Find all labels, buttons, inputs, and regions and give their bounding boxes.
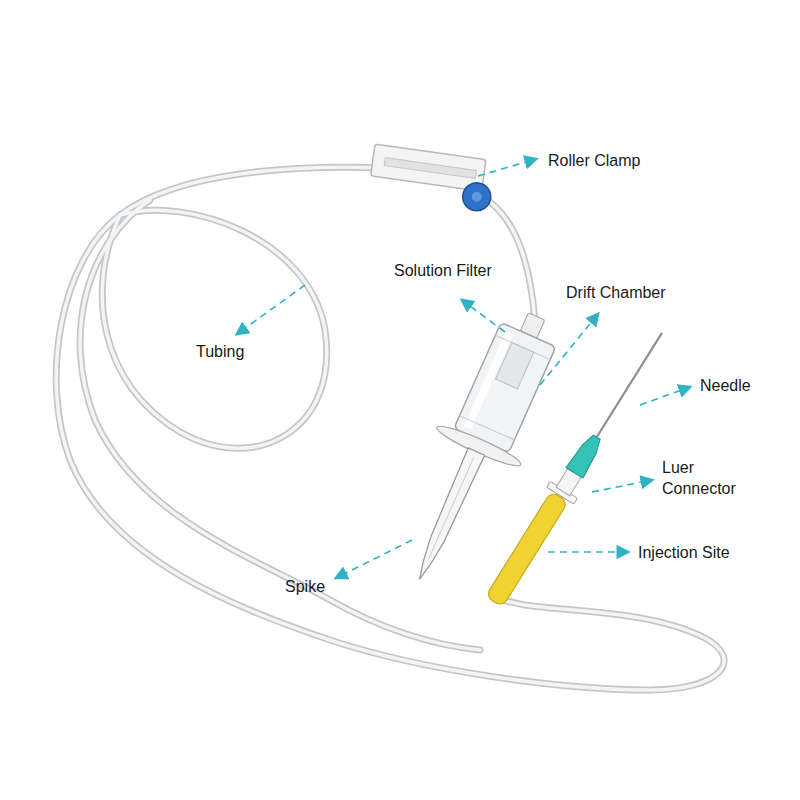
tubing	[56, 167, 724, 690]
leader-line	[237, 285, 305, 334]
injection-site	[485, 491, 568, 607]
part-label: Spike	[285, 576, 325, 597]
part-label: Needle	[700, 375, 751, 396]
needle-hub	[566, 432, 605, 478]
chamber-filter	[496, 343, 534, 389]
tubing-upper-outline	[480, 195, 535, 322]
tubing-loop-outline	[102, 210, 327, 448]
part-label: Solution Filter	[394, 260, 492, 281]
part-label: Drift Chamber	[566, 282, 666, 303]
part-label: Tubing	[196, 341, 244, 362]
tubing-loop-core	[102, 210, 327, 448]
leader-line	[336, 540, 412, 578]
clamp-housing	[371, 144, 486, 191]
part-label: Injection Site	[638, 542, 730, 563]
spike-body	[411, 448, 484, 583]
part-label: Roller Clamp	[548, 150, 640, 171]
leader-line	[592, 480, 652, 492]
needle-shaft	[597, 333, 662, 437]
clamp-roller	[461, 181, 493, 213]
clamp-roller-hub	[471, 191, 482, 202]
tubing-core	[56, 167, 724, 690]
leader-line	[640, 387, 690, 405]
part-label: Luer Connector	[662, 457, 754, 499]
clamp-slot	[384, 158, 476, 179]
chamber-body	[454, 322, 556, 452]
needle-assembly	[480, 324, 675, 610]
tubing-outline	[56, 167, 724, 690]
leader-lines	[237, 159, 690, 578]
drip-chamber-assembly	[377, 298, 578, 599]
leader-line	[548, 551, 628, 553]
roller-clamp	[368, 144, 496, 212]
spike-channel	[428, 457, 474, 559]
leader-line	[540, 314, 598, 385]
leader-line	[462, 300, 505, 332]
leader-line	[478, 159, 536, 176]
tubing-upper-core	[480, 195, 535, 322]
